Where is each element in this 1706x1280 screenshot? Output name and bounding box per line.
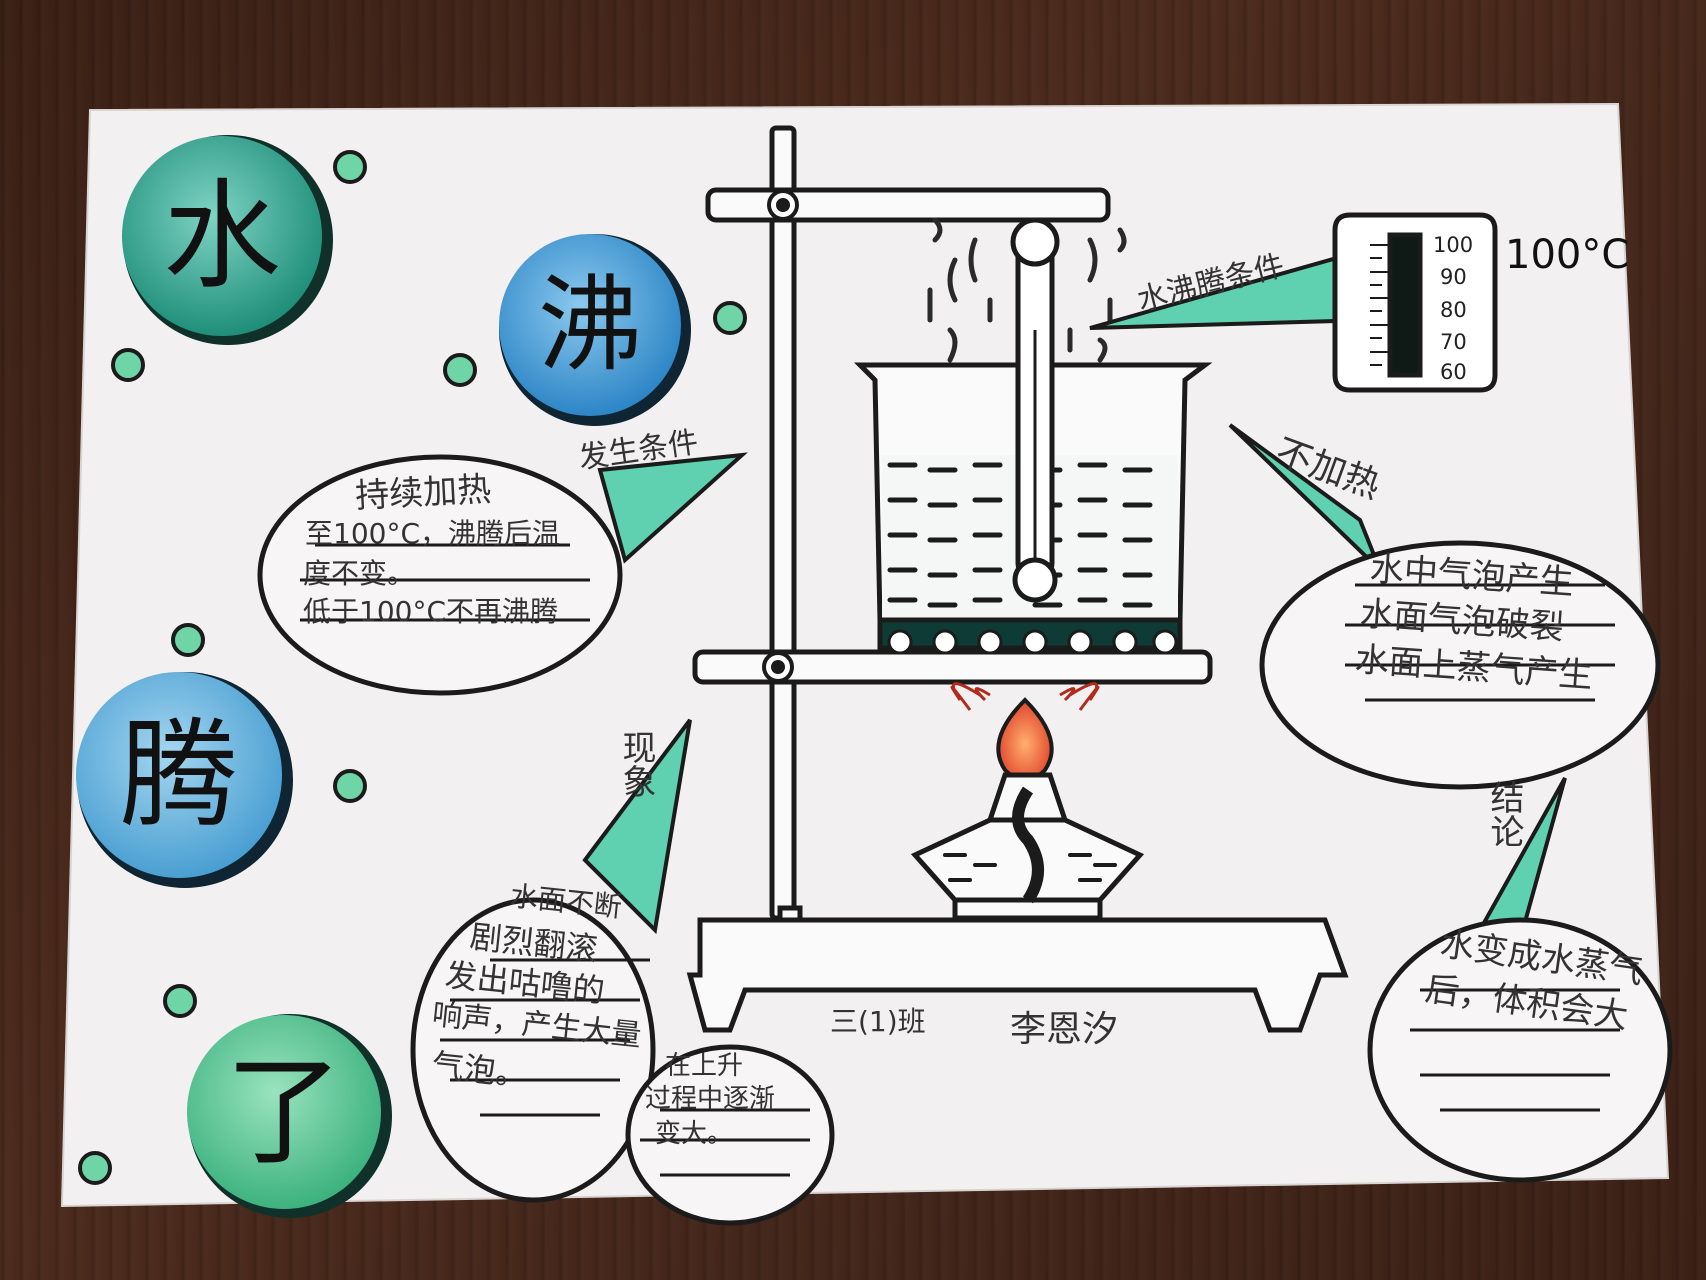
title-char-fei: 沸 [537, 264, 642, 386]
ring-stand [686, 125, 1349, 1033]
title-circle-shui [122, 135, 333, 345]
gauge-ticks [1370, 244, 1388, 366]
bubble-rules [300, 543, 1620, 1177]
thermometer [1010, 217, 1060, 603]
gauge-tick-80: 80 [1440, 298, 1467, 322]
clamp-joints [762, 189, 799, 683]
condition-line-2: 至100°C，沸腾后温 [305, 517, 560, 550]
callout-conclusion: 结论 [1484, 780, 1524, 848]
callout-wedges [582, 247, 1567, 943]
flame [950, 682, 1100, 711]
title-circle-fei [499, 234, 691, 426]
author-name: 李恩汐 [1010, 1009, 1119, 1050]
title-circle-le [187, 1014, 392, 1218]
condition-line-3: 度不变。 [303, 557, 416, 590]
condition-line-4: 低于100°C不再沸腾 [303, 595, 558, 628]
author-class: 三(1)班 [830, 1005, 926, 1038]
gauge-tick-90: 90 [1440, 265, 1467, 289]
gauge-tick-70: 70 [1440, 330, 1467, 354]
phenomenon-line-5: 气泡。 [430, 1046, 530, 1094]
gauge-tick-100: 100 [1433, 233, 1474, 257]
temperature-readout: 100°C [1505, 232, 1630, 278]
decorative-dots [78, 150, 747, 1185]
wire-gauze [877, 617, 1183, 655]
rise-line-3: 变大。 [655, 1119, 734, 1149]
lamp-dashes [943, 853, 1117, 882]
condition-line-1: 持续加热 [354, 469, 493, 517]
title-char-shui: 水 [162, 167, 281, 305]
callout-phenomenon: 现象 [616, 730, 656, 798]
speech-bubbles [257, 454, 1673, 1226]
title-circle-teng [76, 672, 293, 888]
gauge-tick-60: 60 [1440, 360, 1467, 384]
rise-line-2: 过程中逐渐 [645, 1084, 776, 1114]
rise-line-1: 在上升 [665, 1051, 744, 1081]
title-char-teng: 腾 [119, 706, 238, 844]
title-char-le: 了 [224, 1043, 343, 1181]
